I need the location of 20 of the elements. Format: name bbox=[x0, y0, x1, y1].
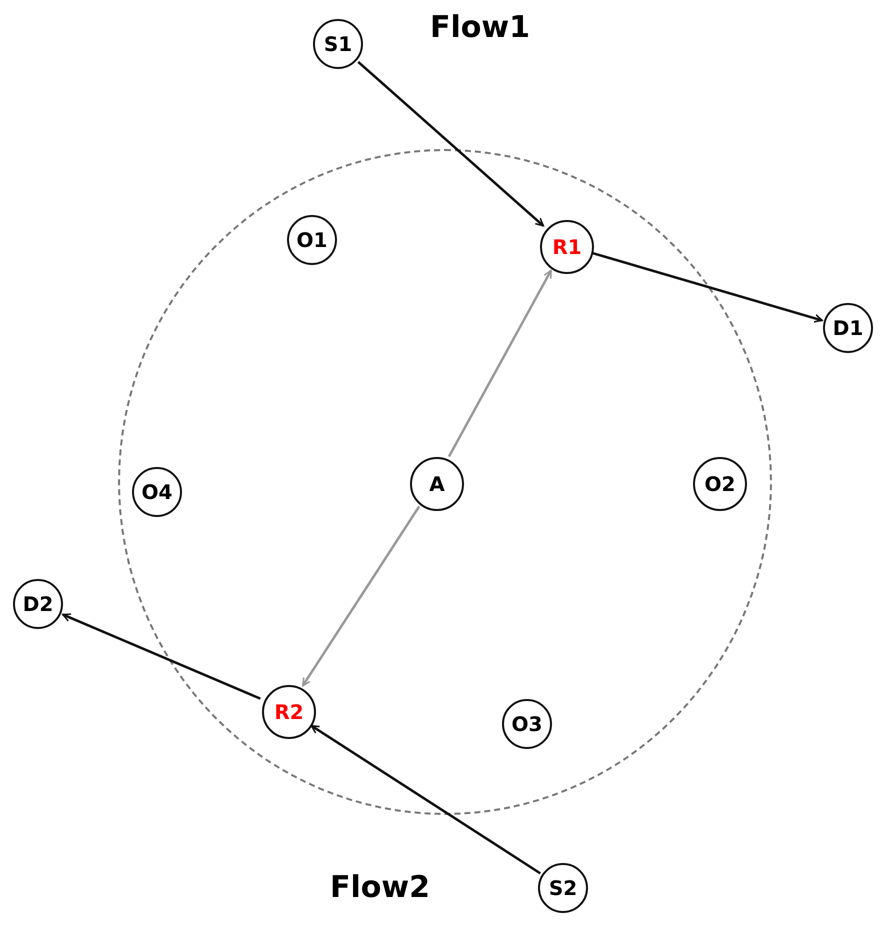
node-circle: O1 bbox=[287, 215, 337, 265]
arrow bbox=[592, 252, 823, 323]
arrow bbox=[448, 270, 552, 458]
node-circle: R1 bbox=[540, 220, 594, 274]
arrow bbox=[62, 613, 261, 700]
node-circle: D2 bbox=[13, 579, 63, 629]
node-circle: A bbox=[410, 457, 464, 511]
node-circle: R2 bbox=[262, 685, 316, 739]
node-circle: S1 bbox=[313, 19, 363, 69]
node-circle: O4 bbox=[132, 467, 182, 517]
flow-label: Flow2 bbox=[330, 870, 430, 905]
arrow bbox=[357, 60, 544, 227]
node-circle: D1 bbox=[823, 303, 873, 353]
flow-label: Flow1 bbox=[430, 10, 530, 45]
arrow bbox=[302, 506, 420, 686]
dashed-boundary bbox=[118, 149, 772, 815]
node-circle: S2 bbox=[538, 863, 588, 913]
node-circle: O3 bbox=[502, 699, 552, 749]
node-circle: O2 bbox=[693, 457, 747, 511]
arrow bbox=[310, 724, 541, 874]
